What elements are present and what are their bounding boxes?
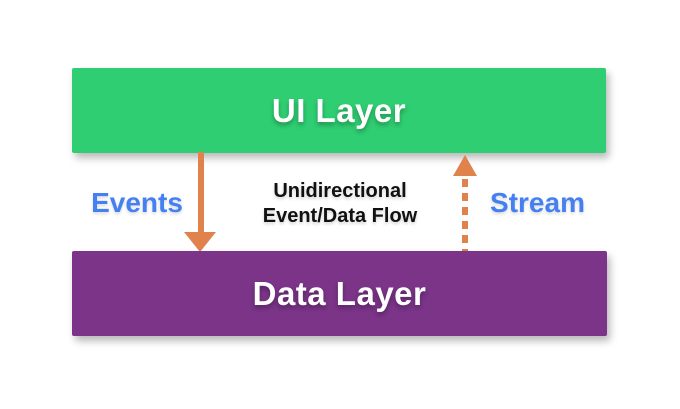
ui-layer-box: UI Layer xyxy=(72,68,606,153)
stream-arrow-dashed-line xyxy=(462,179,468,251)
ui-layer-label: UI Layer xyxy=(271,91,407,129)
stream-arrowhead-up-icon xyxy=(453,155,477,176)
events-label: Events xyxy=(91,187,183,218)
data-layer-box: Data Layer xyxy=(72,251,607,336)
stream-label: Stream xyxy=(490,187,585,218)
data-layer-label: Data Layer xyxy=(252,274,427,312)
flow-title-line1: Unidirectional xyxy=(273,180,407,202)
flow-title: Unidirectional Event/Data Flow xyxy=(237,179,443,229)
flow-title-line2: Event/Data Flow xyxy=(262,205,418,227)
events-arrow-line xyxy=(198,152,204,233)
events-arrowhead-down-icon xyxy=(184,232,216,252)
